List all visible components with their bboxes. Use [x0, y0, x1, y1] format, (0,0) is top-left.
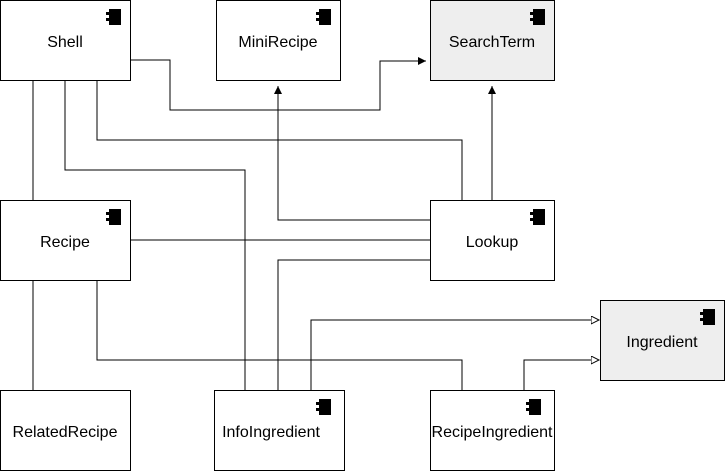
- node-label: Recipe: [40, 234, 90, 251]
- node-recipeingredient[interactable]: RecipeIngredient: [430, 390, 555, 471]
- edge-infoingredient-generalizes-ingredient: [310, 320, 599, 390]
- node-label: Ingredient: [626, 334, 698, 351]
- node-shell[interactable]: Shell: [0, 0, 131, 81]
- node-minirecipe[interactable]: MiniRecipe: [216, 0, 341, 81]
- node-infoingredient[interactable]: InfoIngredient: [214, 390, 345, 471]
- node-ingredient[interactable]: Ingredient: [600, 300, 725, 381]
- node-label: InfoIngredient: [222, 424, 320, 441]
- edge-lookup-to-minirecipe: [274, 86, 430, 221]
- node-relatedrecipe[interactable]: RelatedRecipe: [0, 390, 131, 471]
- node-label: MiniRecipe: [238, 34, 317, 51]
- edge-shell-aggregates-infoingredient: [65, 80, 246, 390]
- node-label: RelatedRecipe: [13, 424, 118, 441]
- node-searchterm[interactable]: SearchTerm: [430, 0, 555, 81]
- node-label: Lookup: [466, 234, 519, 251]
- edge-lookup-aggregates-infoingredient: [277, 260, 430, 390]
- edges: [33, 57, 599, 390]
- node-label: SearchTerm: [449, 34, 535, 51]
- edge-shell-aggregates-lookup: [97, 80, 463, 200]
- edge-shell-to-searchterm: [130, 57, 426, 111]
- edge-recipeingredient-generalizes-ingredient: [523, 360, 599, 390]
- edge-recipe-aggregates-recipeingredient: [97, 280, 463, 390]
- node-lookup[interactable]: Lookup: [430, 200, 555, 281]
- node-label: Shell: [47, 34, 83, 51]
- node-label: RecipeIngredient: [432, 424, 554, 441]
- node-recipe[interactable]: Recipe: [0, 200, 131, 281]
